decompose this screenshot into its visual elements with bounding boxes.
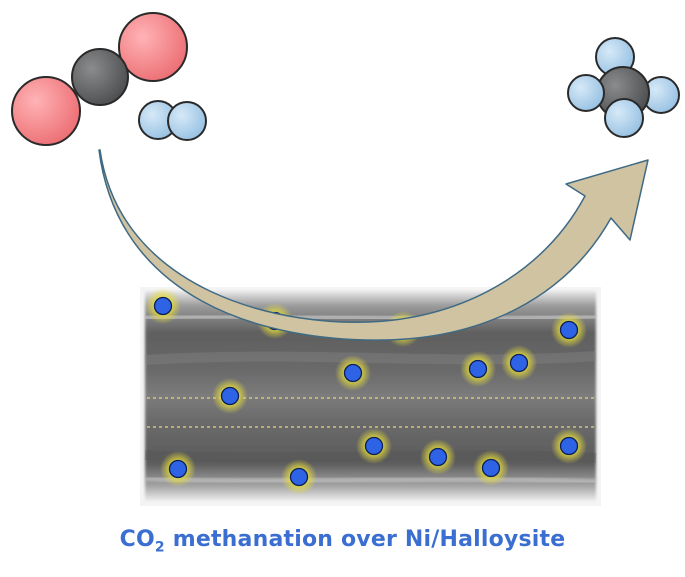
curved-reaction-arrow-icon	[98, 149, 649, 341]
caption-text: methanation over Ni/Halloysite	[164, 527, 566, 552]
caption-formula-subscript: 2	[154, 539, 165, 556]
ni-nanoparticle-icon	[212, 378, 248, 414]
ni-nanoparticle-icon	[460, 351, 496, 387]
ni-nanoparticle-icon	[473, 450, 509, 486]
ni-nanoparticle-icon	[551, 312, 587, 348]
carbon-atom	[71, 48, 129, 106]
hydrogen-atom	[604, 98, 644, 138]
caption-formula-main: CO	[119, 527, 155, 552]
methane-molecule-icon	[567, 37, 680, 138]
co2-h2-molecules-icon	[11, 12, 207, 146]
ni-nanoparticle-icon	[335, 355, 371, 391]
figure-caption: CO2 methanation over Ni/Halloysite	[0, 527, 685, 555]
ni-nanoparticle-icon	[145, 288, 181, 324]
ni-nanoparticle-icon	[160, 451, 196, 487]
oxygen-atom	[11, 76, 81, 146]
ni-nanoparticle-icon	[420, 439, 456, 475]
hydrogen-atom	[167, 101, 207, 141]
halloysite-nanotube-image	[140, 287, 601, 506]
ni-nanoparticle-icon	[281, 459, 317, 495]
ni-nanoparticle-icon	[501, 345, 537, 381]
hydrogen-atom	[567, 74, 605, 112]
oxygen-atom	[118, 12, 188, 82]
ni-nanoparticle-icon	[356, 428, 392, 464]
ni-nanoparticle-icon	[551, 428, 587, 464]
